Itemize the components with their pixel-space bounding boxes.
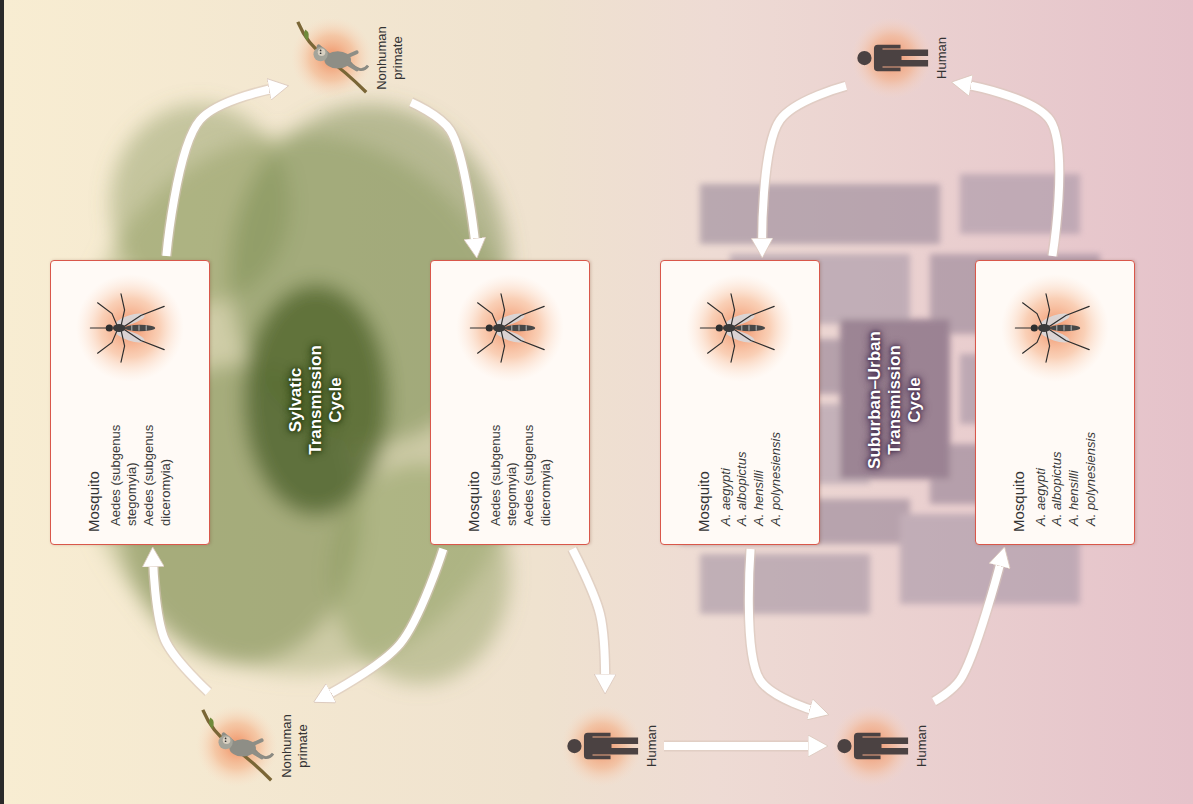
transmission-arrow bbox=[963, 84, 1059, 256]
arrow-shaft bbox=[166, 88, 276, 256]
mosquito-icon bbox=[455, 273, 565, 383]
species-name: A. hensilli bbox=[1066, 383, 1083, 532]
arrow-shaft bbox=[749, 549, 817, 711]
arrow-shaft bbox=[934, 558, 1002, 701]
host-label: Human bbox=[644, 696, 660, 796]
box-heading: Mosquito bbox=[695, 383, 714, 532]
arrow-shadow bbox=[166, 88, 276, 256]
species-name: A. aegypti bbox=[718, 383, 735, 532]
transmission-arrow bbox=[324, 549, 443, 697]
cycle-title: Suburban–Urban Transmission Cycle bbox=[865, 325, 926, 475]
arrow-shadow bbox=[664, 741, 816, 752]
arrow-shaft bbox=[411, 102, 476, 246]
host-label: Human bbox=[914, 696, 930, 796]
species-name: Aedes (subgenus stegomyia) bbox=[488, 383, 522, 532]
cycle-title: Sylvatic Transmission Cycle bbox=[286, 325, 347, 475]
transmission-arrow bbox=[934, 558, 1002, 701]
transmission-arrow bbox=[153, 559, 208, 692]
species-name: A. aegypti bbox=[1033, 383, 1050, 532]
transmission-arrow bbox=[749, 549, 817, 711]
species-name: A. albopictus bbox=[1049, 383, 1066, 532]
species-name: Aedes (subgenus diceromyia) bbox=[521, 383, 555, 532]
species-name: A. polynesiensis bbox=[1083, 383, 1100, 532]
mosquito-icon bbox=[685, 273, 795, 383]
transmission-arrow bbox=[664, 746, 816, 747]
host-label: Nonhuman primate bbox=[374, 8, 407, 108]
text-column: MosquitoAedes (subgenus stegomyia)Aedes … bbox=[85, 383, 175, 532]
arrow-shadow bbox=[572, 549, 605, 682]
species-name: A. albopictus bbox=[734, 383, 751, 532]
mosquito-icon bbox=[1000, 273, 1110, 383]
mosquito-box: MosquitoA. aegyptiA. albopictusA. hensil… bbox=[975, 260, 1135, 545]
arrow-shaft bbox=[762, 86, 846, 246]
species-name: Aedes (subgenus stegomyia) bbox=[108, 383, 142, 532]
box-heading: Mosquito bbox=[1010, 383, 1029, 532]
human-figure bbox=[830, 704, 914, 788]
arrow-shadow bbox=[324, 549, 443, 697]
arrow-shaft bbox=[324, 549, 443, 697]
transmission-arrow bbox=[762, 86, 846, 246]
human-host: Human bbox=[850, 8, 950, 108]
box-heading: Mosquito bbox=[465, 383, 484, 532]
primate-figure bbox=[290, 16, 374, 100]
arrow-shaft bbox=[153, 559, 208, 692]
arrow-shadow bbox=[934, 558, 1002, 701]
human-figure bbox=[560, 704, 644, 788]
text-column: MosquitoA. aegyptiA. albopictusA. hensil… bbox=[1010, 383, 1100, 532]
primate-figure bbox=[195, 704, 279, 788]
transmission-arrow bbox=[572, 549, 605, 682]
host-label: Human bbox=[934, 8, 950, 108]
human-host: Human bbox=[560, 696, 660, 796]
species-name: A. hensilli bbox=[751, 383, 768, 532]
host-label: Nonhuman primate bbox=[279, 696, 312, 796]
primate-host: Nonhuman primate bbox=[290, 8, 407, 108]
transmission-arrow bbox=[411, 102, 476, 246]
arrow-shadow bbox=[749, 549, 817, 711]
text-column: MosquitoAedes (subgenus stegomyia)Aedes … bbox=[465, 383, 555, 532]
species-name: Aedes (subgenus diceromyia) bbox=[141, 383, 175, 532]
arrow-shaft bbox=[572, 549, 605, 682]
transmission-arrow bbox=[166, 88, 276, 256]
primate-host: Nonhuman primate bbox=[195, 696, 312, 796]
arrow-shadow bbox=[153, 559, 208, 692]
human-figure bbox=[850, 16, 934, 100]
mosquito-icon bbox=[75, 273, 185, 383]
text-column: MosquitoA. aegyptiA. albopictusA. hensil… bbox=[695, 383, 785, 532]
arrow-shadow bbox=[963, 84, 1059, 256]
human-host: Human bbox=[830, 696, 930, 796]
arrow-shaft bbox=[664, 742, 816, 750]
mosquito-box: MosquitoA. aegyptiA. albopictusA. hensil… bbox=[660, 260, 820, 545]
box-heading: Mosquito bbox=[85, 383, 104, 532]
mosquito-box: MosquitoAedes (subgenus stegomyia)Aedes … bbox=[50, 260, 210, 545]
arrow-shaft bbox=[963, 84, 1059, 256]
arrow-shadow bbox=[411, 102, 476, 246]
arrow-shadow bbox=[762, 86, 846, 246]
species-name: A. polynesiensis bbox=[768, 383, 785, 532]
mosquito-box: MosquitoAedes (subgenus stegomyia)Aedes … bbox=[430, 260, 590, 545]
